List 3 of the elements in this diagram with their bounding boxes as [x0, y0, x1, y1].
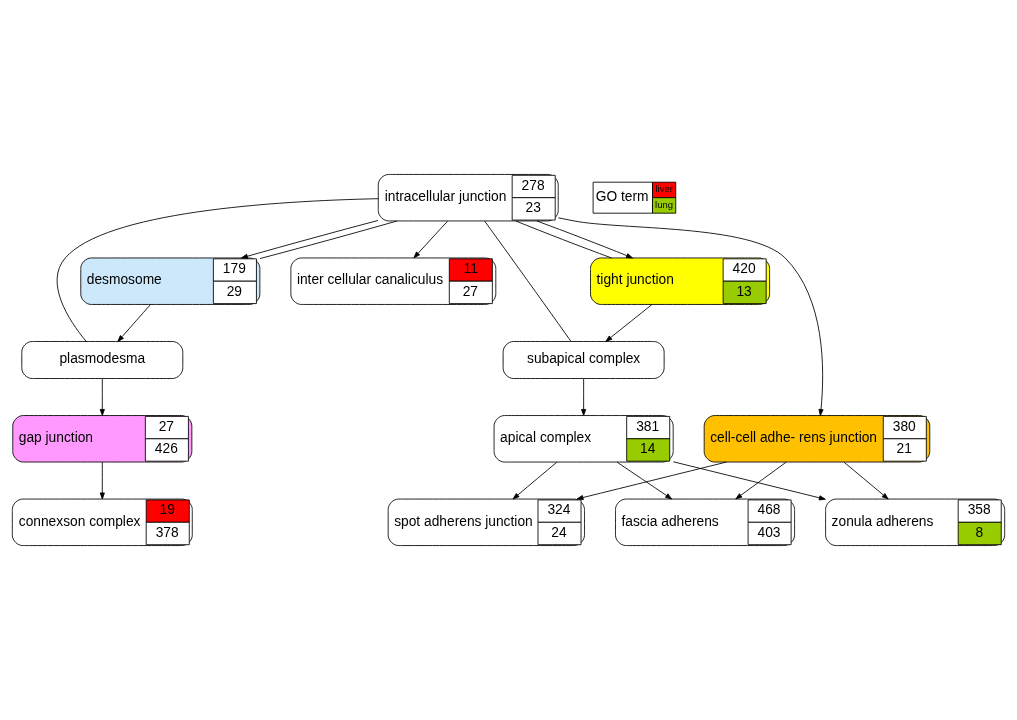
label: GO term	[595, 188, 649, 204]
legend-label: lung	[655, 198, 673, 210]
legend-label: liver	[655, 183, 673, 195]
